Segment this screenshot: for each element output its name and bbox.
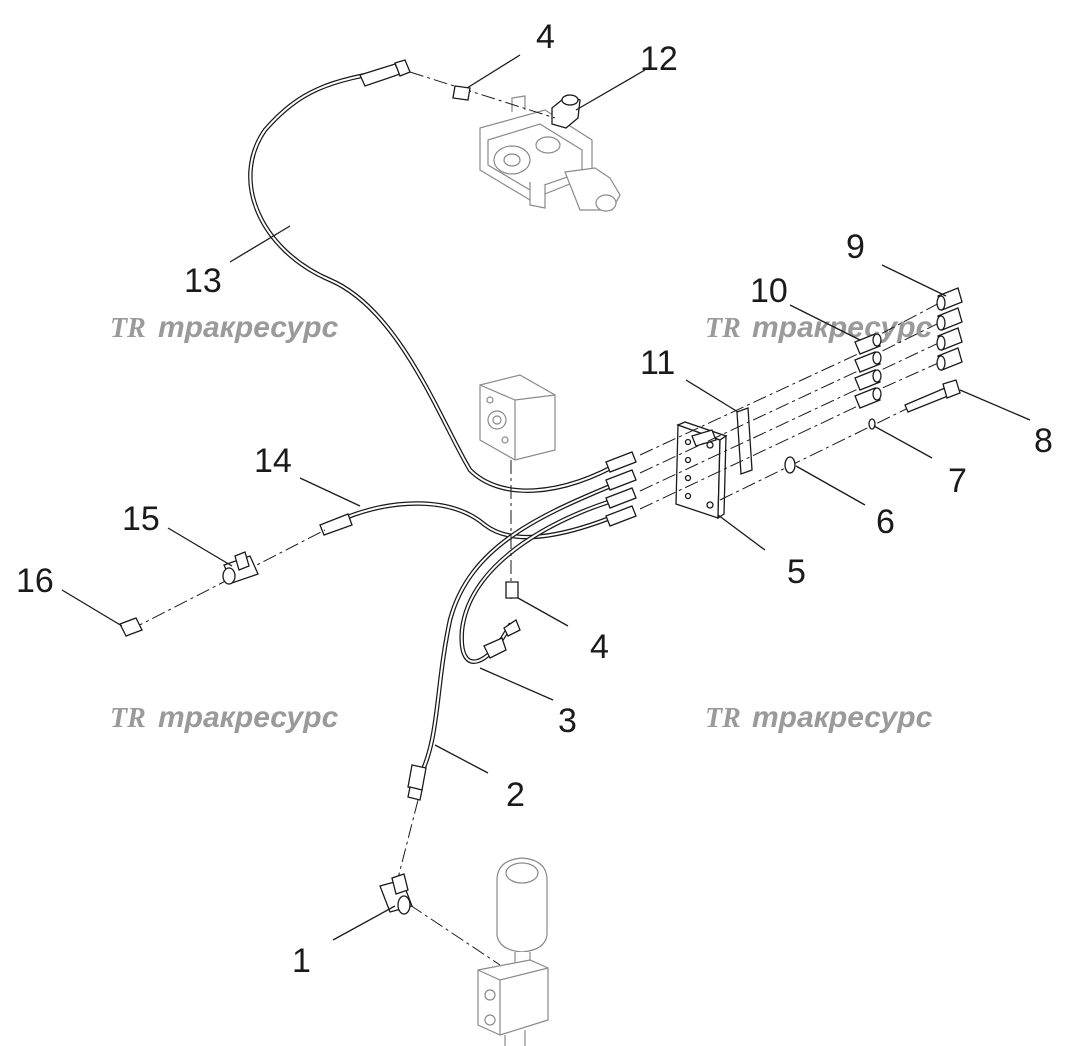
callout-9: 9 bbox=[846, 228, 865, 266]
watermark-logo: TR bbox=[705, 313, 741, 344]
watermark-logo: TR bbox=[110, 313, 146, 344]
callout-16: 16 bbox=[16, 562, 54, 600]
hose-3-end-fitting bbox=[483, 619, 521, 659]
callout-11: 11 bbox=[640, 344, 675, 382]
plate-hose-fittings bbox=[605, 451, 637, 527]
callout-6: 6 bbox=[876, 503, 895, 541]
callout-13: 13 bbox=[184, 262, 222, 300]
watermark-text: тракресурс bbox=[752, 701, 933, 734]
control-valve bbox=[479, 95, 621, 212]
callout-10: 10 bbox=[750, 272, 788, 310]
accumulator bbox=[477, 857, 549, 1046]
callout-14: 14 bbox=[254, 442, 292, 480]
tee-fitting-1 bbox=[379, 873, 413, 915]
callout-4-top: 4 bbox=[536, 18, 555, 56]
label-strip-11 bbox=[736, 407, 753, 475]
callout-15: 15 bbox=[122, 500, 160, 538]
watermark-text: тракресурс bbox=[158, 311, 339, 344]
callout-2: 2 bbox=[506, 776, 525, 814]
watermark-bottom-right: TR тракресурс bbox=[705, 701, 933, 734]
callout-12: 12 bbox=[640, 40, 678, 78]
watermark-text: тракресурс bbox=[158, 701, 339, 734]
hose-2-end-fitting bbox=[407, 764, 427, 801]
mounting-plate-5 bbox=[675, 421, 728, 520]
hose-14 bbox=[342, 501, 628, 540]
adapter-4-middle bbox=[505, 581, 519, 599]
callout-1: 1 bbox=[292, 942, 311, 980]
hose-13-end-fitting bbox=[359, 59, 411, 87]
washer-6 bbox=[784, 456, 796, 474]
leader-lines bbox=[61, 54, 1031, 941]
callout-8: 8 bbox=[1034, 422, 1053, 460]
watermark-top-right: TR тракресурс bbox=[705, 311, 933, 344]
adapter-4-top bbox=[452, 85, 471, 101]
lock-washer-7 bbox=[868, 418, 876, 430]
watermark-logo: TR bbox=[110, 703, 146, 734]
callout-7: 7 bbox=[948, 462, 967, 500]
elbow-fitting-12 bbox=[551, 94, 581, 129]
watermark-text: тракресурс bbox=[752, 311, 933, 344]
plug-16 bbox=[119, 617, 143, 637]
hose-14-end-fitting bbox=[319, 513, 353, 536]
watermark-top-left: TR тракресурс bbox=[110, 311, 339, 344]
bulkhead-fittings-9 bbox=[936, 287, 963, 371]
callout-4-middle: 4 bbox=[590, 628, 609, 666]
manifold-block bbox=[479, 374, 556, 461]
adapter-fittings-10 bbox=[854, 333, 882, 409]
watermark-bottom-left: TR тракресурс bbox=[110, 701, 339, 734]
callout-5: 5 bbox=[787, 553, 806, 591]
tee-fitting-15 bbox=[222, 551, 259, 585]
watermark-logo: TR bbox=[705, 703, 741, 734]
callout-3: 3 bbox=[558, 702, 577, 740]
bolt-8 bbox=[904, 379, 961, 413]
